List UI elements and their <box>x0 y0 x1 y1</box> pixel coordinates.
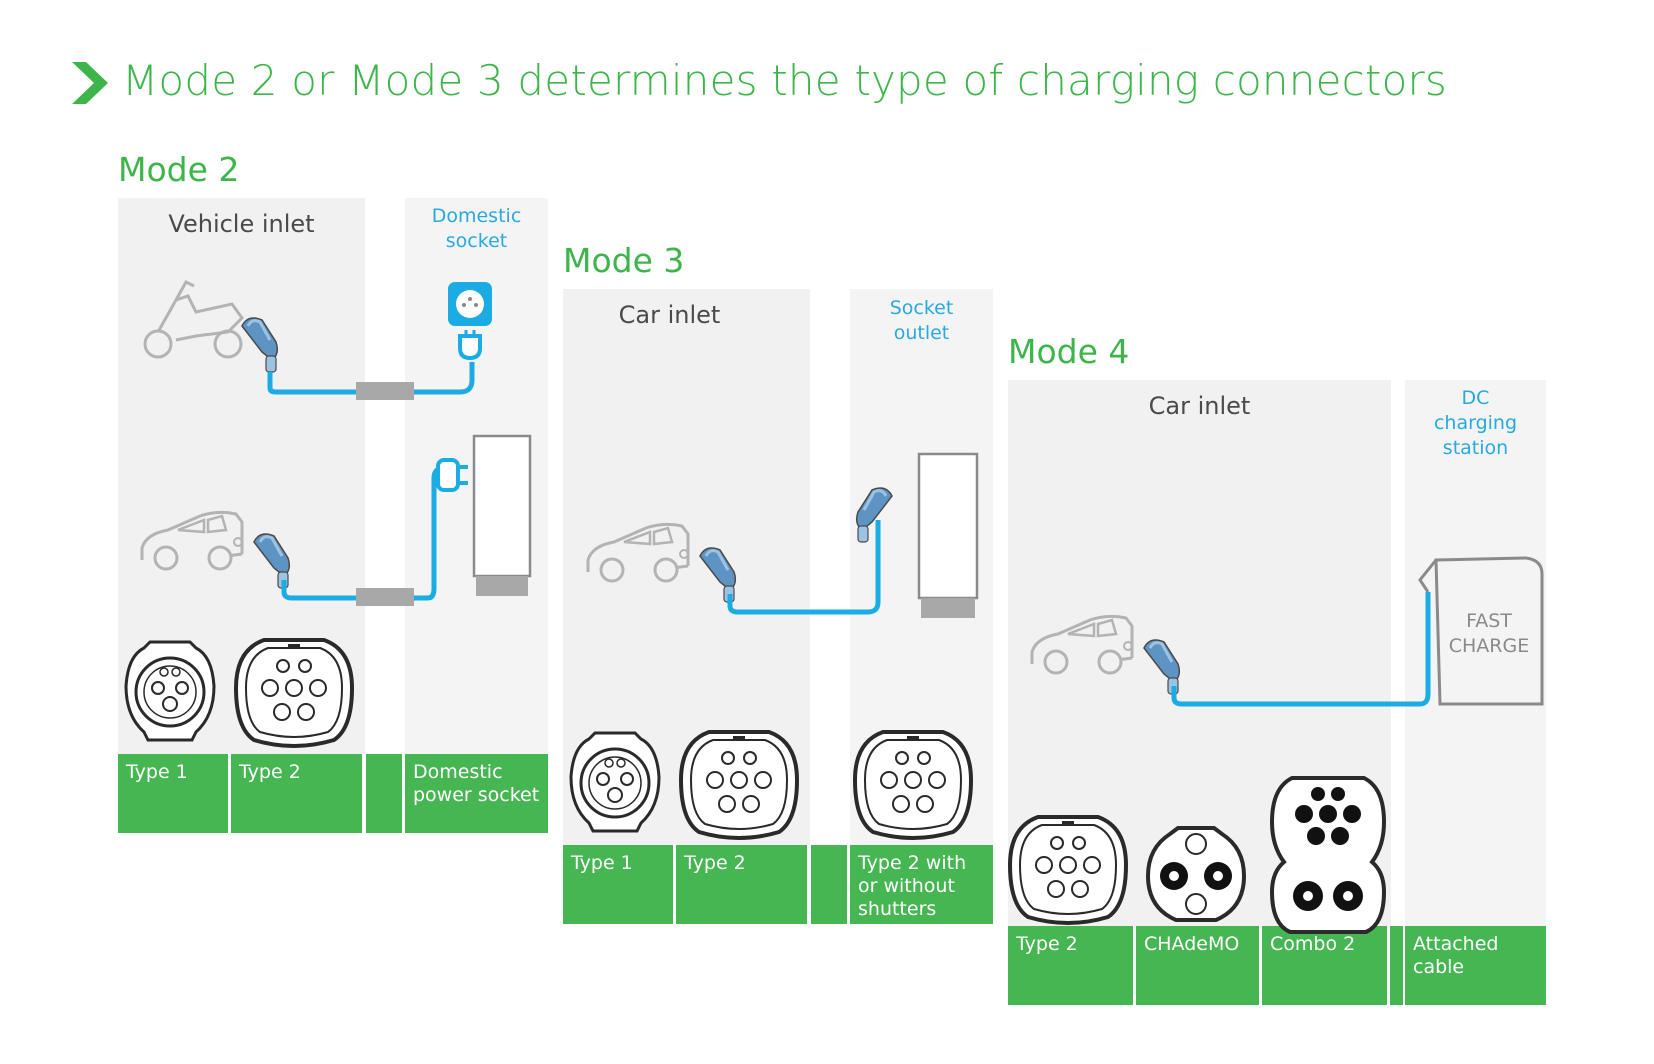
mode2-label-domestic: Domestic power socket <box>405 754 548 833</box>
mode4-label-chademo: CHAdeMO <box>1136 926 1259 1005</box>
mode2-heading: Mode 2 <box>118 150 240 189</box>
mode3-plug-car-icon <box>698 546 737 604</box>
industrial-plug-icon <box>436 458 468 492</box>
domestic-plug-icon <box>458 334 482 361</box>
mode3-label-type1: Type 1 <box>563 845 673 924</box>
chevron-right-icon <box>72 62 108 104</box>
mode4-label-spacer <box>1390 926 1403 1005</box>
mode3-charging-station <box>917 452 979 600</box>
mode3-type2-connector-icon <box>679 730 799 840</box>
fast-charge-station-icon <box>1418 556 1544 706</box>
mode4-label-combo2: Combo 2 <box>1262 926 1387 1005</box>
mode3-inlet-label: Car inlet <box>618 301 721 329</box>
mode2-type2-connector-icon <box>234 638 354 748</box>
mode2-plug-scooter-icon <box>240 316 279 374</box>
mode3-plug-station-icon <box>855 486 894 544</box>
mode2-label-type1: Type 1 <box>118 754 228 833</box>
mode4-inlet-label: Car inlet <box>1148 392 1251 420</box>
fast-charge-text-2: CHARGE <box>1449 635 1529 657</box>
mode2-socket-label: Domestic socket <box>431 205 522 252</box>
mode3-socket-label: Socket outlet <box>889 297 954 344</box>
mode2-label-spacer <box>366 754 402 833</box>
mode2-inlet-label: Vehicle inlet <box>168 210 315 238</box>
control-box-top <box>356 382 414 400</box>
mode3-label-type2: Type 2 <box>676 845 807 924</box>
mode4-heading: Mode 4 <box>1008 332 1130 371</box>
mode3-car-icon <box>586 522 690 583</box>
mode3-type2-shutters-connector-icon <box>853 730 973 840</box>
mode3-type1-connector-icon <box>569 731 661 833</box>
combo2-connector-icon <box>1269 776 1387 934</box>
mode4-plug-car-icon <box>1142 638 1181 696</box>
mode2-power-box <box>472 434 532 578</box>
mode4-label-attached-cable: Attached cable <box>1405 926 1546 1005</box>
fast-charge-text-1: FAST <box>1466 610 1512 632</box>
mode2-type1-connector-icon <box>124 640 216 742</box>
control-box-bottom <box>356 588 414 606</box>
mode3-heading: Mode 3 <box>563 241 685 280</box>
mode2-car-icon <box>140 510 244 571</box>
mode3-label-spacer <box>811 845 847 924</box>
mode4-car-icon <box>1030 614 1134 675</box>
mode2-plug-car-icon <box>252 532 291 590</box>
page-title: Mode 2 or Mode 3 determines the type of … <box>122 56 1448 105</box>
chademo-connector-icon <box>1145 826 1247 922</box>
mode2-label-type2: Type 2 <box>231 754 362 833</box>
mode3-label-type2-shutters: Type 2 with or without shutters <box>850 845 993 924</box>
mode4-label-type2: Type 2 <box>1008 926 1133 1005</box>
mode4-type2-connector-icon <box>1008 815 1128 925</box>
mode4-station-label: DC charging station <box>1433 387 1518 459</box>
scooter-icon <box>143 280 244 359</box>
